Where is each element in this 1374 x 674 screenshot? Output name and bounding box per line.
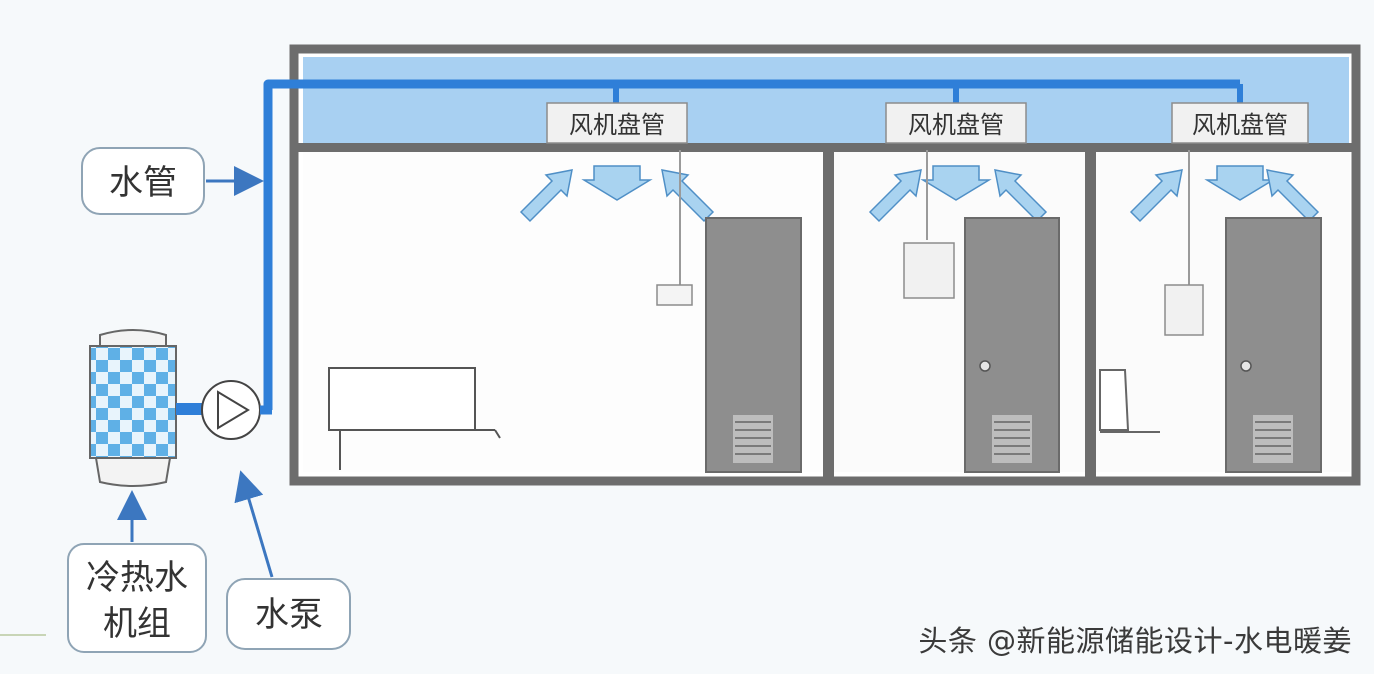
supply-arrow-icon (581, 165, 653, 201)
chiller-pump-pipe (176, 403, 203, 415)
return-arrow-icon (1129, 169, 1183, 223)
svg-text:机组: 机组 (103, 604, 171, 644)
fan-coil-label-1: 风机盘管 (569, 111, 665, 139)
fan-coil-label-2: 风机盘管 (908, 111, 1004, 139)
pump-icon (201, 380, 261, 440)
thermostat-3 (1164, 284, 1204, 336)
return-arrow-icon (994, 169, 1048, 223)
pump-pointer-arrow (234, 470, 274, 578)
svg-text:水泵: 水泵 (255, 595, 323, 635)
airflow-arrows-2 (868, 165, 1048, 223)
svg-text:水管: 水管 (109, 163, 177, 203)
airflow-arrows-3 (1129, 165, 1320, 223)
chiller-unit (89, 329, 177, 487)
chiller-label: 冷热水 机组 (67, 543, 207, 653)
fan-coil-label-3: 风机盘管 (1192, 111, 1288, 139)
interior-wall-2 (1085, 150, 1096, 480)
pump-label: 水泵 (226, 578, 351, 650)
bed-furniture (328, 367, 501, 470)
water-pipe-label: 水管 (81, 147, 205, 215)
thermostat-2 (903, 242, 955, 299)
svg-text:冷热水: 冷热水 (86, 558, 188, 598)
return-arrow-icon (661, 169, 715, 223)
thermostat-1 (656, 284, 693, 306)
door-1 (705, 217, 802, 473)
door-3 (1225, 217, 1322, 473)
fan-coil-unit-2: 风机盘管 (885, 102, 1027, 144)
door-2 (964, 217, 1060, 473)
fan-coil-unit-3: 风机盘管 (1171, 102, 1309, 144)
main-water-pipe (263, 79, 1240, 410)
interior-wall-1 (823, 150, 834, 480)
ceiling-slab (298, 143, 1352, 152)
desk-furniture (1099, 369, 1160, 433)
airflow-arrows-1 (519, 165, 715, 223)
supply-arrow-icon (1204, 165, 1276, 201)
return-arrow-icon (519, 169, 573, 223)
return-arrow-icon (1266, 169, 1320, 223)
supply-arrow-icon (920, 165, 992, 201)
fan-coil-unit-1: 风机盘管 (546, 102, 688, 144)
watermark-text: 头条 @新能源储能设计-水电暖姜 (918, 624, 1352, 658)
return-arrow-icon (868, 169, 922, 223)
